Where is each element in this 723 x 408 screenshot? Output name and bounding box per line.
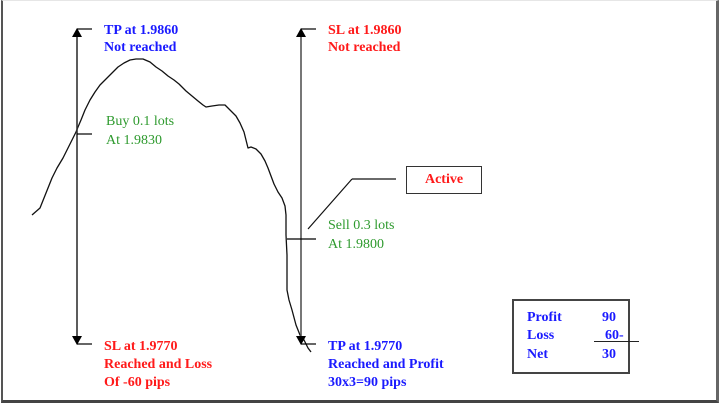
buy-entry-action: Buy 0.1 lots <box>106 114 175 129</box>
buy-sl-result: Of -60 pips <box>104 375 171 390</box>
net-value: 30 <box>602 347 616 362</box>
arrow-down-icon <box>72 336 82 345</box>
sell-tp-label: TP at 1.9770 <box>328 339 403 354</box>
sell-tp-status: Reached and Profit <box>328 357 444 372</box>
active-status-badge: Active <box>406 166 482 194</box>
pnl-summary-box: Profit 90 Loss 60- Net 30 <box>512 299 639 374</box>
arrow-up-icon <box>296 28 306 37</box>
sell-tp-result: 30x3=90 pips <box>328 375 407 390</box>
sell-entry-price: At 1.9800 <box>328 237 384 252</box>
sum-rule-divider <box>594 341 639 342</box>
active-callout-line <box>307 178 353 230</box>
sell-entry-action: Sell 0.3 lots <box>328 218 395 233</box>
profit-label: Profit <box>527 310 562 325</box>
price-curve <box>31 58 312 353</box>
arrow-down-icon <box>296 336 306 345</box>
loss-value: 60- <box>605 328 624 343</box>
sell-sl-label: SL at 1.9860 <box>328 23 402 38</box>
buy-entry-price: At 1.9830 <box>106 133 162 148</box>
arrow-up-icon <box>72 28 82 37</box>
net-label: Net <box>527 347 548 362</box>
buy-tp-label: TP at 1.9860 <box>104 23 179 38</box>
buy-sl-status: Reached and Loss <box>104 357 213 372</box>
profit-value: 90 <box>602 310 616 325</box>
buy-tp-status: Not reached <box>104 40 177 55</box>
sell-sl-status: Not reached <box>328 40 401 55</box>
buy-sl-label: SL at 1.9770 <box>104 339 178 354</box>
loss-label: Loss <box>527 328 555 343</box>
